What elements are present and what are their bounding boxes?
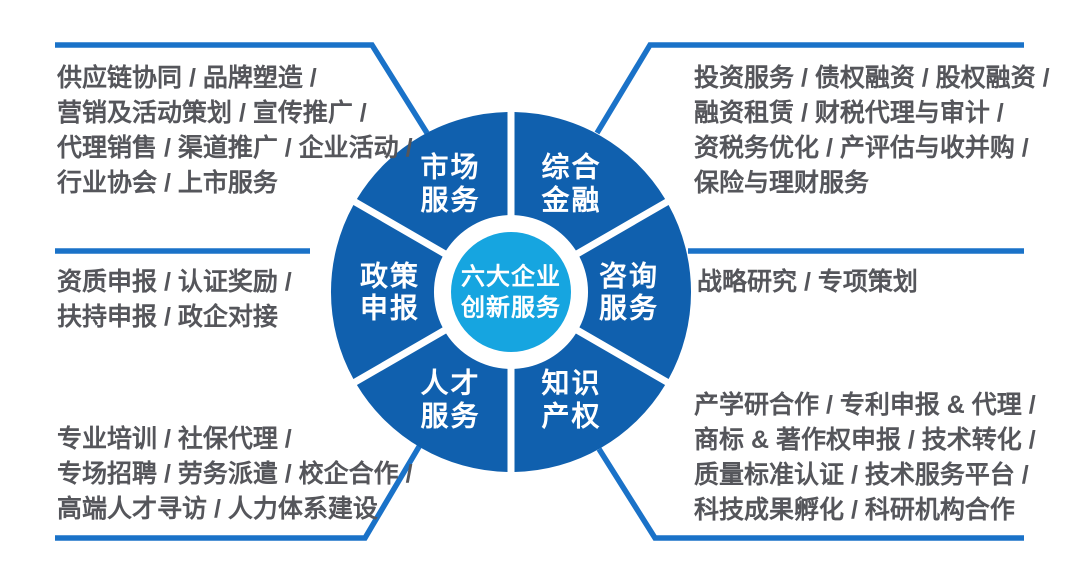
talent-services-label-line1: 人才 [420, 368, 480, 399]
list-line: 扶持申报 / 政企对接 [57, 303, 278, 331]
connector-top-right [594, 42, 1024, 135]
connector-top-left [55, 42, 430, 135]
list-line: 商标 & 著作权申报 / 技术转化 / [694, 426, 1036, 454]
list-line: 质量标准认证 / 技术服务平台 / [694, 461, 1029, 489]
segment-integrated-finance [514, 112, 666, 251]
talent-services-label-line2: 服务 [420, 401, 480, 432]
list-line: 高端人才寻访 / 人力体系建设 [57, 495, 378, 523]
list-line: 融资租赁 / 财税代理与审计 / [694, 99, 1004, 127]
talent-services-detail-list: 专业培训 / 社保代理 / 专场招聘 / 劳务派遣 / 校企合作 / 高端人才寻… [57, 422, 413, 527]
policy-declaration-detail-list: 资质申报 / 认证奖励 / 扶持申报 / 政企对接 [57, 265, 292, 335]
segment-labels: 市场 服务 综合 金融 咨询 服务 知识 产权 人才 服务 政策 申报 [360, 151, 659, 432]
list-line: 科技成果孵化 / 科研机构合作 [694, 496, 1015, 524]
integrated-finance-detail-list: 投资服务 / 债权融资 / 股权融资 / 融资租赁 / 财税代理与审计 / 资税… [694, 61, 1050, 201]
segment-talent-services [356, 333, 508, 472]
list-line: 产学研合作 / 专利申报 & 代理 / [694, 391, 1036, 419]
list-line: 代理销售 / 渠道推广 / 企业活动 / [57, 134, 413, 162]
policy-declaration-label-line1: 政策 [360, 260, 420, 292]
list-line: 行业协会 / 上市服务 [57, 169, 278, 197]
intellectual-property-label-line1: 知识 [541, 367, 601, 399]
consulting-services-label-line2: 服务 [599, 293, 659, 324]
list-line: 战略研究 / 专项策划 [697, 268, 918, 296]
market-services-detail-list: 供应链协同 / 品牌塑造 / 营销及活动策划 / 宣传推广 / 代理销售 / 渠… [57, 61, 413, 201]
integrated-finance-label-line1: 综合 [541, 151, 601, 183]
segment-market-services [356, 112, 508, 251]
consulting-services-detail-list: 战略研究 / 专项策划 [697, 265, 918, 300]
list-line: 专场招聘 / 劳务派遣 / 校企合作 / [57, 460, 413, 488]
list-line: 供应链协同 / 品牌塑造 / [57, 64, 317, 92]
policy-declaration-label-line2: 申报 [360, 293, 420, 324]
connector-bottom-right [596, 447, 1024, 541]
list-line: 投资服务 / 债权融资 / 股权融资 / [694, 64, 1050, 92]
intellectual-property-label-line2: 产权 [541, 401, 601, 432]
segment-consulting-services [579, 205, 692, 379]
list-line: 保险与理财服务 [694, 169, 870, 197]
segment-policy-declaration [330, 205, 443, 379]
market-services-label-line1: 市场 [420, 151, 480, 183]
center-hub-circle [451, 232, 571, 352]
integrated-finance-label-line2: 金融 [540, 184, 601, 216]
list-line: 资质申报 / 认证奖励 / [57, 268, 292, 296]
wheel-segments [330, 112, 692, 472]
consulting-services-label-line1: 咨询 [599, 261, 659, 292]
market-services-label-line2: 服务 [420, 185, 480, 216]
list-line: 资税务优化 / 产评估与收并购 / [694, 134, 1029, 162]
intellectual-property-detail-list: 产学研合作 / 专利申报 & 代理 / 商标 & 著作权申报 / 技术转化 / … [694, 388, 1036, 528]
connector-bottom-left [55, 443, 423, 541]
list-line: 专业培训 / 社保代理 / [57, 425, 292, 453]
segment-intellectual-property [514, 333, 666, 472]
connector-lines [55, 42, 1024, 541]
list-line: 营销及活动策划 / 宣传推广 / [57, 99, 367, 127]
center-hub-title-line1: 六大企业 [461, 263, 561, 291]
center-hub-title-line2: 创新服务 [460, 294, 561, 322]
